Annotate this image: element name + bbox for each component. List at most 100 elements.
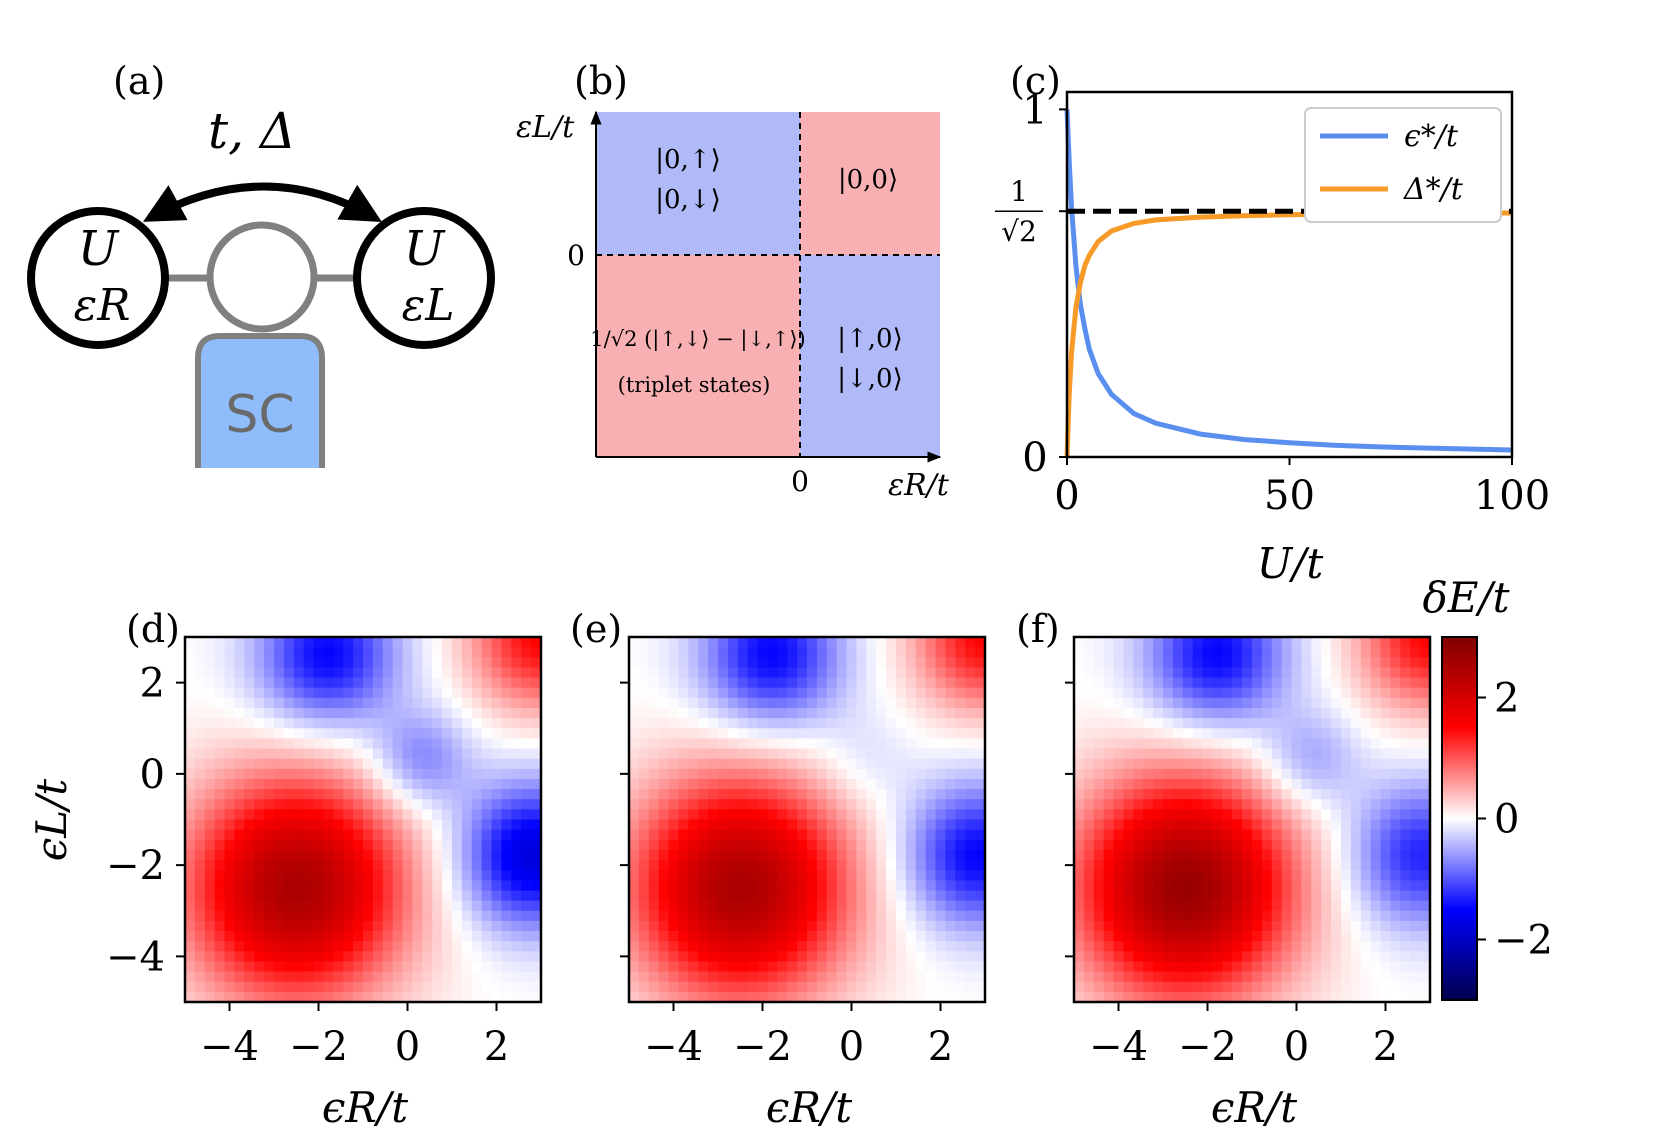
heatmap-cell xyxy=(1360,758,1372,770)
heatmap-cell xyxy=(856,637,867,648)
heatmap-cell xyxy=(1133,819,1144,831)
heatmap-cell xyxy=(422,677,433,689)
heatmap-cell xyxy=(777,718,788,729)
heatmap-cell xyxy=(876,718,887,729)
heatmap-cell xyxy=(1113,657,1125,669)
heatmap-cell xyxy=(1083,809,1095,821)
heatmap-cell xyxy=(1133,991,1144,1003)
heatmap-cell xyxy=(1400,941,1411,952)
heatmap-cell xyxy=(1420,637,1431,648)
heatmap-cell xyxy=(422,667,433,679)
heatmap-cell xyxy=(1153,971,1164,983)
heatmap-cell xyxy=(777,799,788,810)
heatmap-cell xyxy=(1202,819,1214,831)
heatmap-cell xyxy=(204,981,216,993)
heatmap-cell xyxy=(1192,910,1204,922)
heatmap-cell xyxy=(363,799,374,810)
heatmap-cell xyxy=(521,657,532,669)
heatmap-cell xyxy=(323,819,334,831)
heatmap-cell xyxy=(412,890,423,902)
heatmap-cell xyxy=(1182,981,1194,993)
heatmap-cell xyxy=(807,687,818,699)
heatmap-cell xyxy=(718,718,729,729)
heatmap-cell xyxy=(234,677,245,689)
heatmap-cell xyxy=(471,637,483,648)
heatmap-cell xyxy=(363,728,374,739)
heatmap-cell xyxy=(1301,951,1312,963)
heatmap-cell xyxy=(303,829,315,841)
heatmap-cell xyxy=(194,870,206,881)
heatmap-cell xyxy=(1420,860,1431,871)
heatmap-cell xyxy=(1420,920,1431,932)
heatmap-cell xyxy=(836,697,848,709)
heatmap-cell xyxy=(422,789,433,800)
heatmap-cell xyxy=(629,667,640,679)
heatmap-cell xyxy=(737,849,749,861)
heatmap-cell xyxy=(1093,718,1105,729)
heatmap-cell xyxy=(1153,738,1164,750)
heatmap-cell xyxy=(204,971,216,983)
heatmap-cell xyxy=(1103,677,1115,689)
heatmap-cell xyxy=(1242,890,1253,902)
heatmap-cell xyxy=(886,981,897,993)
heatmap-cell xyxy=(727,667,739,679)
heatmap-cell xyxy=(1123,870,1134,881)
heatmap-cell xyxy=(353,819,364,831)
heatmap-cell xyxy=(264,860,275,871)
heatmap-cell xyxy=(244,687,255,699)
heatmap-cell xyxy=(343,677,354,689)
heatmap-cell xyxy=(856,819,867,831)
heatmap-cell xyxy=(658,941,670,952)
panel-b-label: (b) xyxy=(574,59,628,103)
heatmap-cell xyxy=(718,647,729,658)
heatmap-cell xyxy=(1301,829,1312,841)
heatmap-cell xyxy=(363,647,374,658)
heatmap-cell xyxy=(194,809,206,821)
heatmap-cell xyxy=(1360,971,1372,983)
heatmap-cell xyxy=(442,951,453,963)
heatmap-cell xyxy=(224,910,236,922)
heatmap-cell xyxy=(372,849,384,861)
heatmap-cell xyxy=(1301,961,1312,973)
heatmap-cell xyxy=(965,637,976,648)
heatmap-cell xyxy=(511,880,522,892)
heatmap-cell xyxy=(234,991,245,1003)
heatmap-cell xyxy=(1083,667,1095,679)
heatmap-cell xyxy=(1202,870,1214,881)
heatmap-cell xyxy=(1143,687,1154,699)
heatmap-cell xyxy=(303,870,315,881)
heatmap-cell xyxy=(856,707,867,719)
heatmap-cell xyxy=(915,677,927,689)
heatmap-cell xyxy=(915,809,927,821)
heatmap-cell xyxy=(638,931,650,942)
heatmap-cell xyxy=(1074,778,1085,790)
heatmap-cell xyxy=(471,951,483,963)
heatmap-cell xyxy=(283,647,295,658)
heatmap-cell xyxy=(1331,819,1342,831)
heatmap-cell xyxy=(846,951,858,963)
heatmap-cell xyxy=(856,687,867,699)
heatmap-cell xyxy=(452,951,463,963)
heatmap-cell xyxy=(955,819,966,831)
heatmap-cell xyxy=(1133,900,1144,912)
heatmap-cell xyxy=(185,981,196,993)
heatmap-cell xyxy=(1212,961,1223,973)
heatmap-cell xyxy=(1143,758,1154,770)
heatmap-cell xyxy=(648,849,660,861)
heatmap-cell xyxy=(787,900,798,912)
heatmap-cell xyxy=(1143,809,1154,821)
heatmap-cell xyxy=(313,748,325,760)
heatmap-cell xyxy=(896,707,907,719)
heatmap-cell xyxy=(274,870,285,881)
heatmap-cell xyxy=(925,748,937,760)
heatmap-cell xyxy=(1133,941,1144,952)
heatmap-cell xyxy=(1321,707,1332,719)
heatmap-cell xyxy=(531,687,542,699)
heatmap-cell xyxy=(1083,637,1095,648)
heatmap-cell xyxy=(343,799,354,810)
heatmap-cell xyxy=(945,697,956,709)
heatmap-cell xyxy=(274,728,285,739)
heatmap-cell xyxy=(254,991,265,1003)
heatmap-cell xyxy=(1212,778,1223,790)
heatmap-cell xyxy=(471,758,483,770)
